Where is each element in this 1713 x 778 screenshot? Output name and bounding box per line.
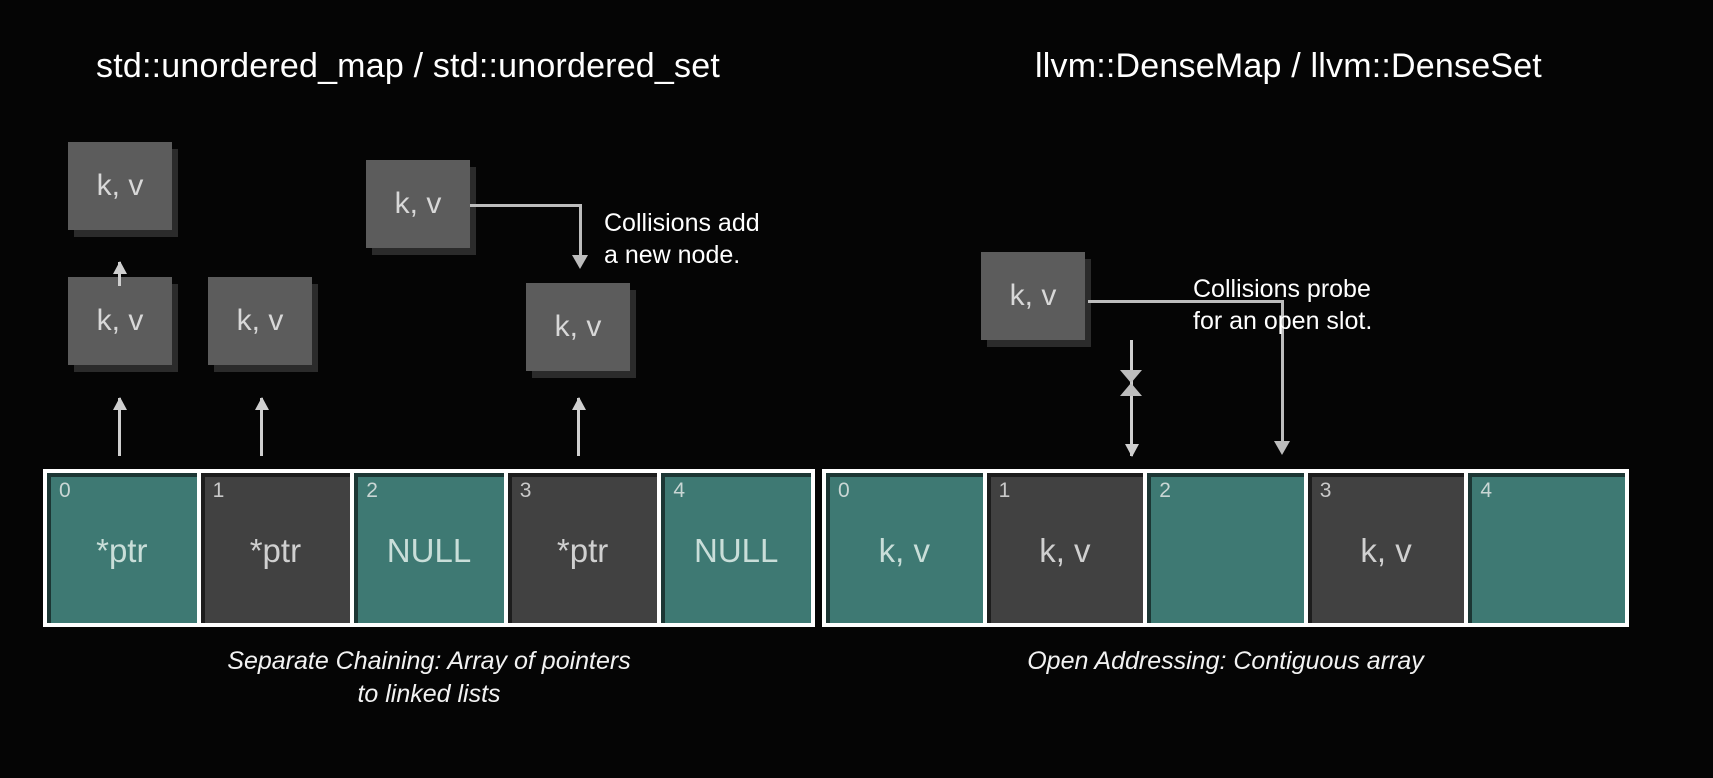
node-collision-source: k, v — [366, 160, 470, 248]
collision-connector-horizontal — [470, 204, 582, 207]
right-annotation: Collisions probe for an open slot. — [1193, 275, 1373, 335]
right-panel-title: llvm::DenseMap / llvm::DenseSet — [1035, 47, 1542, 85]
bucket-slot-index: 4 — [673, 479, 686, 502]
node-incoming-entry: k, v — [981, 252, 1085, 340]
entry-slot-fill — [1307, 473, 1465, 623]
node-bucket1: k, v — [208, 277, 312, 365]
chain-arrow-bucket0 — [112, 261, 127, 286]
entry-slot-fill — [986, 473, 1144, 623]
bowtie-top-triangle — [1120, 370, 1142, 383]
node-label: k, v — [1009, 279, 1057, 312]
entry-slot-value: k, v — [878, 532, 930, 570]
collision-connector-vertical — [579, 204, 582, 258]
node-bucket0-second: k, v — [68, 142, 172, 230]
node-label: k, v — [394, 187, 442, 220]
bucket-slot-index: 2 — [366, 479, 378, 502]
entry-slot-4[interactable]: 4 — [1468, 473, 1625, 623]
right-caption: Open Addressing: Contiguous array — [1027, 647, 1424, 675]
right-panel: llvm::DenseMap / llvm::DenseSet k, v Col… — [822, 0, 1713, 778]
entry-slot-index: 3 — [1319, 479, 1332, 502]
bucket-slot-fill — [507, 473, 658, 623]
probe-connector-horizontal — [1088, 300, 1284, 303]
entry-slot-0[interactable]: 0 k, v — [826, 473, 987, 623]
node-label: k, v — [96, 304, 144, 337]
bucket-slot-index: 1 — [212, 479, 225, 502]
entry-slot-fill — [1147, 473, 1304, 623]
entry-slot-fill — [826, 473, 983, 623]
entry-slot-2[interactable]: 2 — [1147, 473, 1308, 623]
entry-slot-value: k, v — [1039, 532, 1091, 570]
left-annotation: Collisions add a new node. — [604, 209, 760, 269]
entry-slot-fill — [1468, 473, 1625, 623]
collision-connector-arrowhead — [572, 255, 588, 269]
node-label: k, v — [554, 310, 602, 343]
bucket-slot-fill — [354, 473, 504, 623]
bucket-slot-value: NULL — [386, 532, 472, 570]
bucket-slot-fill — [661, 473, 811, 623]
bucket-slot-index: 0 — [59, 479, 71, 502]
bucket-slot-value: *ptr — [249, 532, 302, 570]
bucket-arrow-slot1 — [254, 397, 269, 456]
left-panel-title: std::unordered_map / std::unordered_set — [96, 47, 720, 85]
entry-slot-value: k, v — [1360, 532, 1412, 570]
entry-slot-index: 2 — [1159, 479, 1171, 502]
bowtie-bottom-triangle — [1120, 383, 1142, 396]
entry-array: 0 k, v 1 k, v 2 3 k, v 4 — [822, 469, 1629, 627]
bucket-slot-fill — [200, 473, 351, 623]
bucket-slot-2[interactable]: 2 NULL — [354, 473, 508, 623]
bucket-array: 0 *ptr 1 *ptr 2 NULL 3 *ptr 4 NU — [43, 469, 815, 627]
left-caption: Separate Chaining: Array of pointers to … — [227, 647, 631, 708]
entry-slot-index: 4 — [1480, 479, 1493, 502]
bucket-slot-fill — [47, 473, 197, 623]
probe-arrow-first-slot — [1124, 340, 1139, 457]
bucket-slot-value: *ptr — [96, 532, 148, 570]
probe-connector-vertical — [1281, 300, 1284, 443]
bucket-slot-3[interactable]: 3 *ptr — [507, 473, 662, 623]
entry-slot-index: 0 — [838, 479, 850, 502]
bucket-arrow-slot0 — [112, 397, 127, 456]
bucket-slot-value: *ptr — [556, 532, 609, 570]
bucket-slot-index: 3 — [519, 479, 532, 502]
entry-slot-3[interactable]: 3 k, v — [1307, 473, 1469, 623]
bucket-slot-0[interactable]: 0 *ptr — [47, 473, 201, 623]
node-label: k, v — [236, 304, 284, 337]
node-bucket3-first: k, v — [526, 283, 630, 371]
left-panel: std::unordered_map / std::unordered_set … — [0, 0, 856, 778]
bucket-slot-4[interactable]: 4 NULL — [661, 473, 811, 623]
entry-slot-1[interactable]: 1 k, v — [986, 473, 1148, 623]
bucket-slot-value: NULL — [693, 532, 779, 570]
probe-connector-arrowhead — [1274, 441, 1290, 455]
bucket-arrow-slot3 — [571, 397, 586, 456]
node-bucket0-first: k, v — [68, 277, 172, 365]
entry-slot-index: 1 — [998, 479, 1011, 502]
node-label: k, v — [96, 169, 144, 202]
bucket-slot-1[interactable]: 1 *ptr — [200, 473, 355, 623]
